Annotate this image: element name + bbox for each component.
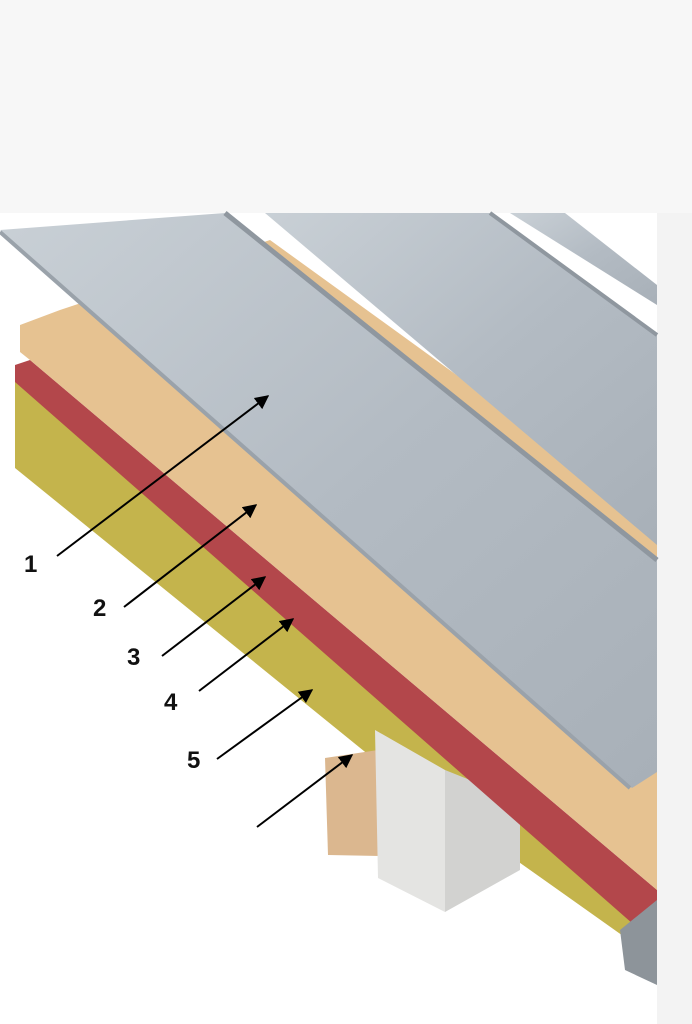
arrow-6 [256, 754, 354, 828]
label-3: 3 [127, 644, 140, 671]
standing-seam-1 [223, 211, 659, 562]
concrete-post-front [375, 730, 445, 912]
arrow-2 [123, 504, 258, 608]
sheet-edge-lip [0, 230, 632, 790]
top-background [0, 0, 692, 213]
timber-joist [325, 750, 380, 856]
arrow-5 [216, 689, 314, 760]
label-2: 2 [93, 595, 106, 622]
right-margin [657, 213, 692, 1024]
wooden-boards-layer [20, 240, 657, 890]
metal-sheet-3 [510, 213, 657, 305]
membrane-layer [15, 360, 657, 945]
label-5: 5 [187, 747, 200, 774]
label-4: 4 [164, 689, 178, 716]
callout-arrows [56, 395, 354, 828]
metal-sheet-1 [0, 213, 657, 788]
arrow-3 [161, 576, 267, 657]
label-1: 1 [24, 551, 37, 578]
fascia-strip [620, 900, 657, 985]
metal-sheet-2 [265, 213, 657, 545]
arrow-4 [198, 618, 295, 692]
standing-seam-2 [488, 211, 659, 337]
arrow-1 [56, 395, 270, 557]
